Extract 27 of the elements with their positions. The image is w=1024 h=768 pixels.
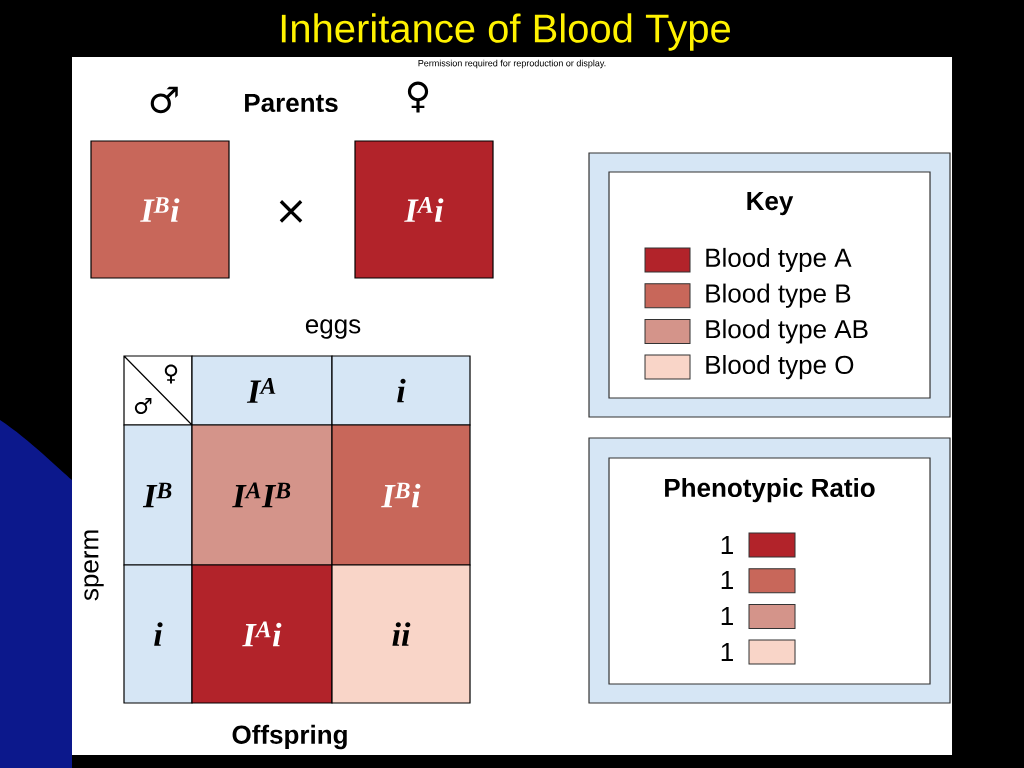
legend-label: Blood type AB xyxy=(706,319,868,344)
offspring-cell: I$^{A}$I$^{B}$ xyxy=(191,424,333,566)
male-symbol: ♂ xyxy=(134,397,152,415)
legend-label: Blood type A xyxy=(706,247,852,273)
ratio-number: 1 xyxy=(721,571,733,589)
ratio-number: 1 xyxy=(721,607,733,625)
allele-cell: I$^{B}$ xyxy=(123,424,193,566)
legend-label: Blood type B xyxy=(706,283,851,308)
axis-label: sperm xyxy=(84,530,104,601)
slide-title: Inheritance of Blood Type xyxy=(281,13,730,51)
copyright-note: Permission required for reproduction or display. xyxy=(418,59,606,69)
legend-label: Blood type O xyxy=(706,355,854,380)
offspring-cell: ii xyxy=(331,564,471,704)
allele-cell: i xyxy=(123,564,193,704)
ratio-number: 1 xyxy=(721,643,733,661)
cross-symbol: × xyxy=(279,200,303,223)
allele-cell: I$^{A}$ xyxy=(191,355,333,426)
parent-box: I$^{A}$i xyxy=(354,140,494,279)
allele-cell: i xyxy=(331,355,471,426)
female-symbol: ♀ xyxy=(164,364,178,384)
offspring-cell: I$^{B}$i xyxy=(331,424,471,566)
ratio-number: 1 xyxy=(721,536,733,554)
parent-box: I$^{B}$i xyxy=(90,140,230,279)
axis-label: eggs xyxy=(305,319,361,339)
offspring-cell: I$^{A}$i xyxy=(191,564,333,704)
heading: Parents xyxy=(245,93,338,113)
heading: Offspring xyxy=(232,724,347,750)
